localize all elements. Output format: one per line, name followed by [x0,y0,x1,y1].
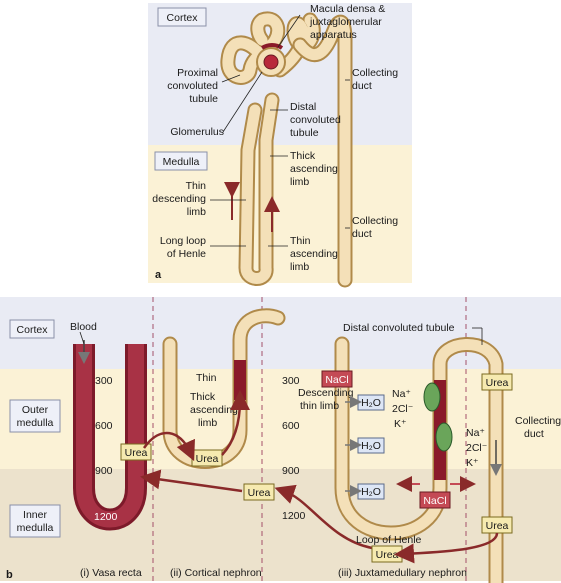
osm-900-jm: 900 [282,465,300,477]
thin-asc-label-3: limb [290,261,309,273]
cd-label-1: Collecting [515,415,561,427]
nacl-label-top: NaCl [325,374,348,386]
thin-asc-label-1: Thin [290,235,311,247]
collecting-b-label-2: duct [352,228,372,240]
caption-juxtamedullary: (iii) Juxtamedullary nephron [338,567,467,579]
urea-label-mid: Urea [248,487,271,499]
descending-label-2: thin limb [300,400,339,412]
panel-b-outer-label-1: Outer [22,404,49,416]
collecting-label-2: duct [352,80,372,92]
long-loop-label-2: of Henle [167,248,206,260]
nacl-box-bottom [419,491,451,509]
caption-vasa-recta: (i) Vasa recta [80,567,142,579]
thin-desc-label-3: limb [187,206,206,218]
collecting-label-1: Collecting [352,67,398,79]
distal-label-2: convoluted [290,114,341,126]
osm-300-jm: 300 [282,375,300,387]
osm-1200-jm: 1200 [282,510,306,522]
panel-a-medulla-label-box [154,151,208,171]
na-label-1: Na⁺ [392,388,411,400]
urea-box-cd-top [481,373,513,391]
panel-b-letter: b [6,569,13,581]
panel-b-inner-label-2: medulla [17,522,54,534]
osm-600-vr: 600 [95,420,113,432]
panel-b-cortex-label: Cortex [17,324,49,336]
cn-thin-label: Thin [196,372,217,384]
h2o-label-1: H₂O [361,397,381,409]
k-label-1: K⁺ [394,418,407,430]
panel-a-cortex-label-box [157,7,207,27]
juxtaglomerular-label: juxtaglomerular [309,16,382,28]
loop-henle-label: Loop of Henle [356,534,422,546]
osm-1200-vr: 1200 [94,511,118,523]
cn-thick-label-3: limb [198,417,217,429]
urea-label-cd-top: Urea [486,377,509,389]
panel-a-nephron [220,11,353,288]
thin-desc-label-1: Thin [186,180,207,192]
glomerulus-label: Glomerulus [170,126,224,138]
thin-asc-label-2: ascending [290,248,338,260]
cl-label-1: 2Cl⁻ [392,403,414,415]
proximal-label-2: convoluted [167,80,218,92]
panel-b-cortex-label-box [9,319,55,339]
distal-label-1: Distal [290,101,316,113]
h2o-label-3: H₂O [361,486,381,498]
nacl-box-top [321,370,353,388]
cl-label-2: 2Cl⁻ [466,442,488,454]
thin-desc-label-2: descending [152,193,206,205]
macula-densa-label: Macula densa & [310,3,385,15]
k-label-2: K⁺ [466,457,479,469]
urea-box-mid [243,483,275,501]
panel-a-cortex-label: Cortex [167,12,199,24]
osm-300-vr: 300 [95,375,113,387]
cd-label-2: duct [524,428,544,440]
apparatus-label: apparatus [310,29,357,41]
h2o-label-2: H₂O [361,440,381,452]
urea-box-vasa [120,443,152,461]
distal-label-3: tubule [290,127,319,139]
urea-label-cortical: Urea [196,453,219,465]
panel-b-outer-label-2: medulla [17,417,54,429]
thick-limb-label-1: Thick [290,150,316,162]
descending-label-1: Descending [298,387,354,399]
panel-b-outer-label-box [9,399,61,433]
caption-cortical: (ii) Cortical nephron [170,567,262,579]
collecting-b-label-1: Collecting [352,215,398,227]
urea-label-cd-bottom: Urea [486,520,509,532]
thick-limb-label-3: limb [290,176,309,188]
urea-label-loop: Urea [376,549,399,561]
osm-600-jm: 600 [282,420,300,432]
osm-900-vr: 900 [95,465,113,477]
cn-thick-label-1: Thick [190,391,216,403]
panel-b-inner-label-1: Inner [23,509,47,521]
nacl-label-bottom: NaCl [423,495,446,507]
thick-limb-label-2: ascending [290,163,338,175]
urea-label-vasa: Urea [125,447,148,459]
na-label-2: Na⁺ [466,427,485,439]
distal-tubule-label: Distal convoluted tubule [343,322,455,334]
proximal-label-1: Proximal [177,67,218,79]
proximal-label-3: tubule [189,93,218,105]
panel-b-inner-label-box [9,504,61,538]
panel-a-medulla-label: Medulla [163,156,200,168]
blood-label: Blood [70,321,97,333]
panel-a-letter: a [155,269,162,281]
long-loop-label-1: Long loop [160,235,206,247]
cn-thick-label-2: ascending [190,404,238,416]
